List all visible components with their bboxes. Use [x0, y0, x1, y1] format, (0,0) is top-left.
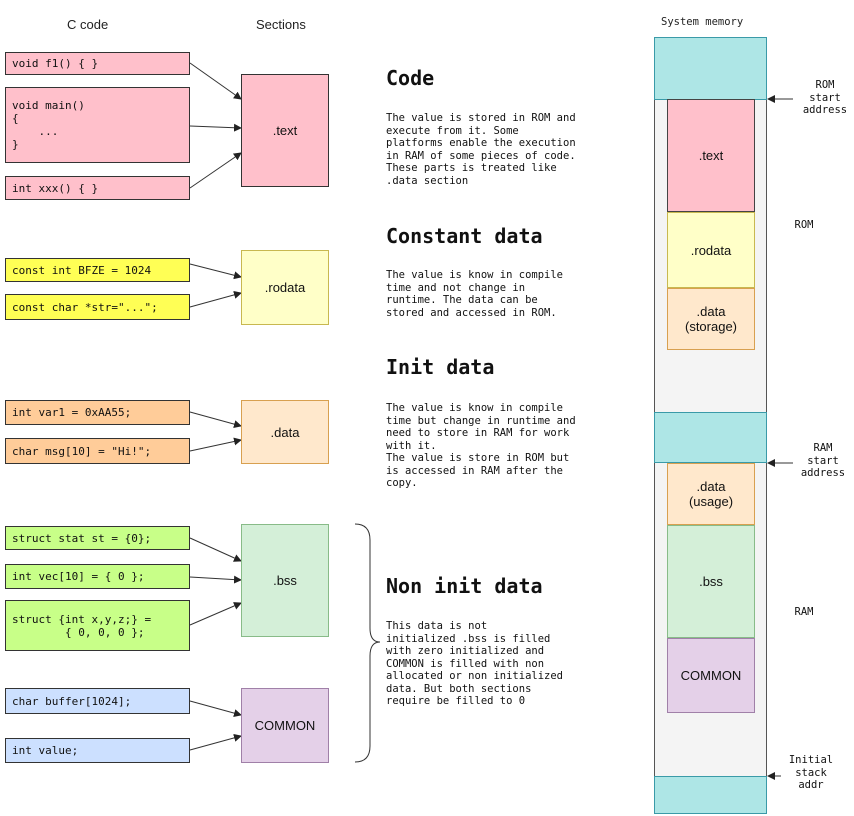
non-init-data-description: This data is not initialized .bss is fil…: [386, 620, 564, 707]
arrow-str-to-rodata: [189, 290, 242, 308]
arrow-value-to-common: [189, 733, 242, 751]
section-bss: .bss: [241, 524, 329, 637]
arrow-stat-to-bss: [189, 537, 242, 562]
section-rodata: .rodata: [241, 250, 329, 325]
memory-common: COMMON: [667, 638, 755, 713]
arrow-var1-to-data: [189, 411, 242, 429]
arrow-vec-to-bss: [189, 575, 242, 584]
non-init-data-title: Non init data: [386, 574, 543, 598]
init-data-title: Init data: [386, 355, 495, 379]
code-description: The value is stored in ROM and execute f…: [386, 112, 576, 187]
arrow-msg-to-data: [189, 437, 242, 452]
code-bfze: const int BFZE = 1024: [5, 258, 190, 282]
memory-block-stack: [654, 776, 767, 814]
arrow-xyz-to-bss: [189, 602, 242, 626]
memory-block-gap: [654, 412, 767, 463]
code-vec: int vec[10] = { 0 };: [5, 564, 190, 589]
code-xxx: int xxx() { }: [5, 176, 190, 200]
arrow-main-to-text: [189, 123, 242, 132]
ram-start-address-label: RAM start address: [800, 442, 846, 479]
code-value: int value;: [5, 738, 190, 763]
code-buffer: char buffer[1024];: [5, 688, 190, 714]
system-memory-header: System memory: [661, 16, 744, 28]
initial-stack-address-label: Initial stack addr: [788, 754, 834, 791]
arrow-buffer-to-common: [189, 700, 242, 718]
c-code-header: C code: [67, 17, 109, 32]
section-common: COMMON: [241, 688, 329, 763]
section-text: .text: [241, 74, 329, 187]
arrow-xxx-to-text: [189, 152, 242, 189]
code-xyz: struct {int x,y,z;} = { 0, 0, 0 };: [5, 600, 190, 651]
memory-data-storage: .data (storage): [667, 288, 755, 350]
memory-bss: .bss: [667, 525, 755, 638]
arrow-f1-to-text: [189, 62, 242, 100]
memory-block-top: [654, 37, 767, 100]
arrow-bfze-to-rodata: [189, 263, 242, 280]
constant-data-title: Constant data: [386, 224, 543, 248]
code-main: void main() { ... }: [5, 87, 190, 163]
section-data: .data: [241, 400, 329, 464]
memory-text: .text: [667, 99, 755, 212]
code-var1: int var1 = 0xAA55;: [5, 400, 190, 425]
init-data-description: The value is know in compile time but ch…: [386, 402, 576, 489]
ram-label: RAM: [794, 606, 814, 618]
non-init-brace: [354, 523, 381, 763]
rom-label: ROM: [794, 219, 814, 231]
rom-start-address-label: ROM start address: [802, 79, 848, 116]
sections-header: Sections: [256, 17, 306, 32]
code-str: const char *str="...";: [5, 294, 190, 320]
code-stat: struct stat st = {0};: [5, 526, 190, 550]
constant-data-description: The value is know in compile time and no…: [386, 269, 564, 319]
code-msg: char msg[10] = "Hi!";: [5, 438, 190, 464]
code-f1: void f1() { }: [5, 52, 190, 75]
memory-rodata: .rodata: [667, 212, 755, 288]
memory-data-usage: .data (usage): [667, 463, 755, 525]
code-title: Code: [386, 66, 435, 90]
